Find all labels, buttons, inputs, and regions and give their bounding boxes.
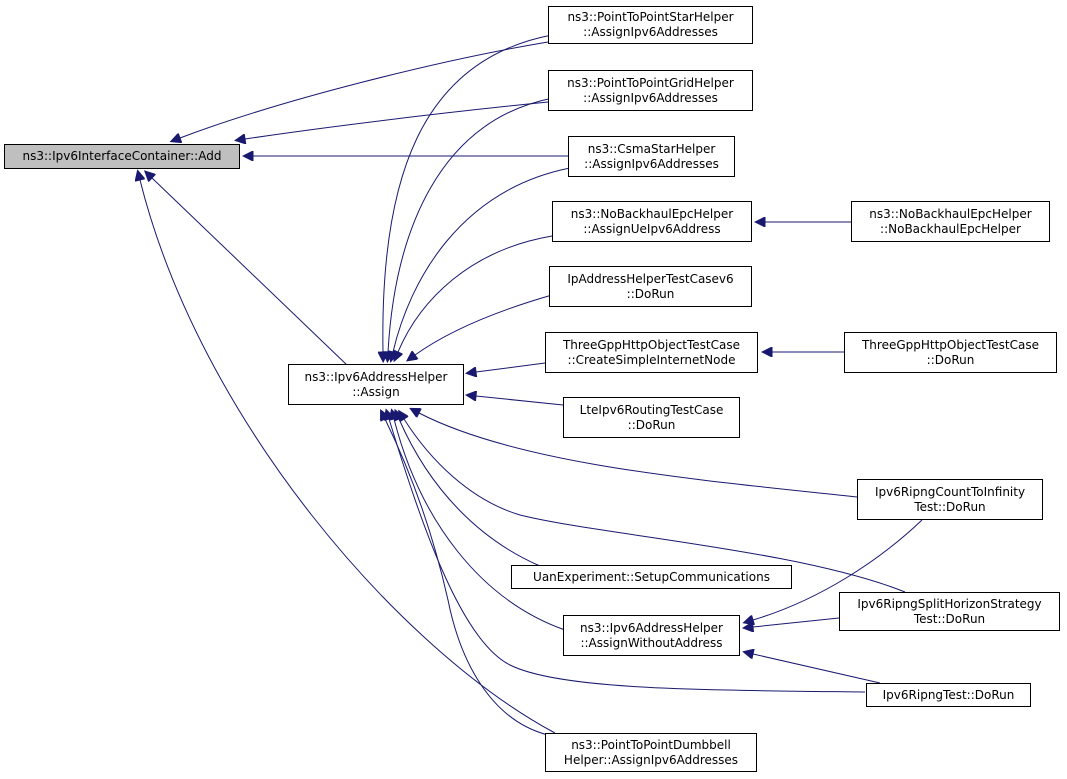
edge-csmastar-to-assign [393,167,571,352]
edge-lteipv6-to-assign [476,396,564,406]
node-label: ns3::Ipv6InterfaceContainer::Add [22,149,222,163]
node-label: ::AssignIpv6Addresses [583,25,718,39]
edge-p2pgrid-to-assign [388,97,554,352]
edge-p2pstar-to-add [180,41,549,138]
node-ripng-test[interactable]: Ipv6RipngTest::DoRun [866,683,1031,707]
node-label: ns3::PointToPointStarHelper [567,10,734,24]
edge-p2pstar-to-assign [383,34,553,352]
node-p2p-star-helper[interactable]: ns3::PointToPointStarHelper ::AssignIpv6… [548,6,753,44]
node-label: ns3::CsmaStarHelper [587,141,716,156]
edge-ripngtest-to-assignwithout [753,654,881,684]
node-label: ThreeGppHttpObjectTestCase [562,337,741,352]
node-label: ::AssignWithoutAddress [580,635,723,650]
node-label: ns3::Ipv6AddressHelper [580,620,723,635]
node-ripng-count-to-infinity[interactable]: Ipv6RipngCountToInfinity Test::DoRun [857,479,1043,520]
node-label: ::Assign [352,384,400,399]
node-label: ::AssignIpv6Addresses [583,90,718,105]
node-label: ::DoRun [926,352,975,367]
node-label: ::DoRun [626,286,675,301]
edge-uanexp-to-assign [399,419,541,567]
node-lte-ipv6-routing-test[interactable]: LteIpv6RoutingTestCase ::DoRun [563,397,740,438]
edge-ripngcount-to-assign [419,413,858,498]
node-ip-address-helper-test[interactable]: IpAddressHelperTestCasev6 ::DoRun [549,266,752,307]
edge-ipaddrtest-to-assign [415,294,553,355]
node-label: ::AssignIpv6Addresses [584,156,719,171]
node-label: ns3::NoBackhaulEpcHelper [869,206,1032,221]
edge-assignwithout-to-assign [394,419,566,631]
node-p2p-dumbbell-helper[interactable]: ns3::PointToPointDumbbell Helper::Assign… [545,733,757,772]
node-label: LteIpv6RoutingTestCase [579,402,724,417]
node-threegpp-create-node[interactable]: ThreeGppHttpObjectTestCase ::CreateSimpl… [545,332,758,373]
edge-threegpp-to-assign [476,362,546,372]
node-threegpp-dorun[interactable]: ThreeGppHttpObjectTestCase ::DoRun [844,332,1057,373]
node-uan-experiment-setup[interactable]: UanExperiment::SetupCommunications [511,565,792,589]
node-label: Ipv6RipngCountToInfinity [874,484,1026,499]
edge-p2pgrid-to-add [245,101,549,139]
node-label: ns3::PointToPointGridHelper [567,75,734,90]
node-label: ns3::NoBackhaulEpcHelper [570,206,734,221]
edge-assign-to-add [152,178,349,367]
node-label: ns3::PointToPointDumbbell [571,737,731,752]
node-label: ::AssignUeIpv6Address [583,221,721,236]
node-label: ThreeGppHttpObjectTestCase [861,337,1040,352]
node-ipv6-interface-container-add[interactable]: ns3::Ipv6InterfaceContainer::Add [4,144,240,169]
node-no-backhaul-assign-ue[interactable]: ns3::NoBackhaulEpcHelper ::AssignUeIpv6A… [552,201,752,242]
edge-p2pdumbbell-to-assign [385,419,549,736]
node-label: UanExperiment::SetupCommunications [533,569,770,584]
node-assign-without-address[interactable]: ns3::Ipv6AddressHelper ::AssignWithoutAd… [563,615,740,656]
node-p2p-grid-helper[interactable]: ns3::PointToPointGridHelper ::AssignIpv6… [548,70,753,111]
node-label: Helper::AssignIpv6Addresses [563,752,739,767]
node-label: Test::DoRun [914,499,986,514]
node-label: ::NoBackhaulEpcHelper [880,221,1021,236]
node-csma-star-helper[interactable]: ns3::CsmaStarHelper ::AssignIpv6Addresse… [568,136,735,177]
node-label: ns3::Ipv6AddressHelper [304,369,448,384]
edge-ripngsplit-to-assign [404,419,906,593]
edge-nobackhaul-to-assign [398,235,553,352]
edge-ripngcount-to-assignwithout [753,519,923,620]
edge-ripngtest-to-assign [389,419,866,693]
node-ipv6-address-helper-assign[interactable]: ns3::Ipv6AddressHelper ::Assign [288,364,464,405]
node-label: IpAddressHelperTestCasev6 [567,271,734,286]
node-label: ::DoRun [627,417,676,432]
node-label: Ipv6RipngSplitHorizonStrategy [857,596,1042,611]
node-label: Test::DoRun [913,611,986,626]
edge-ripngsplit-to-assignwithout [753,617,840,627]
node-label: ::CreateSimpleInternetNode [567,352,736,367]
edge-p2pdumbbell-to-add [140,180,556,734]
node-label: Ipv6RipngTest::DoRun [882,687,1015,702]
node-no-backhaul-ctor[interactable]: ns3::NoBackhaulEpcHelper ::NoBackhaulEpc… [851,201,1050,242]
node-ripng-split-horizon[interactable]: Ipv6RipngSplitHorizonStrategy Test::DoRu… [839,592,1060,631]
